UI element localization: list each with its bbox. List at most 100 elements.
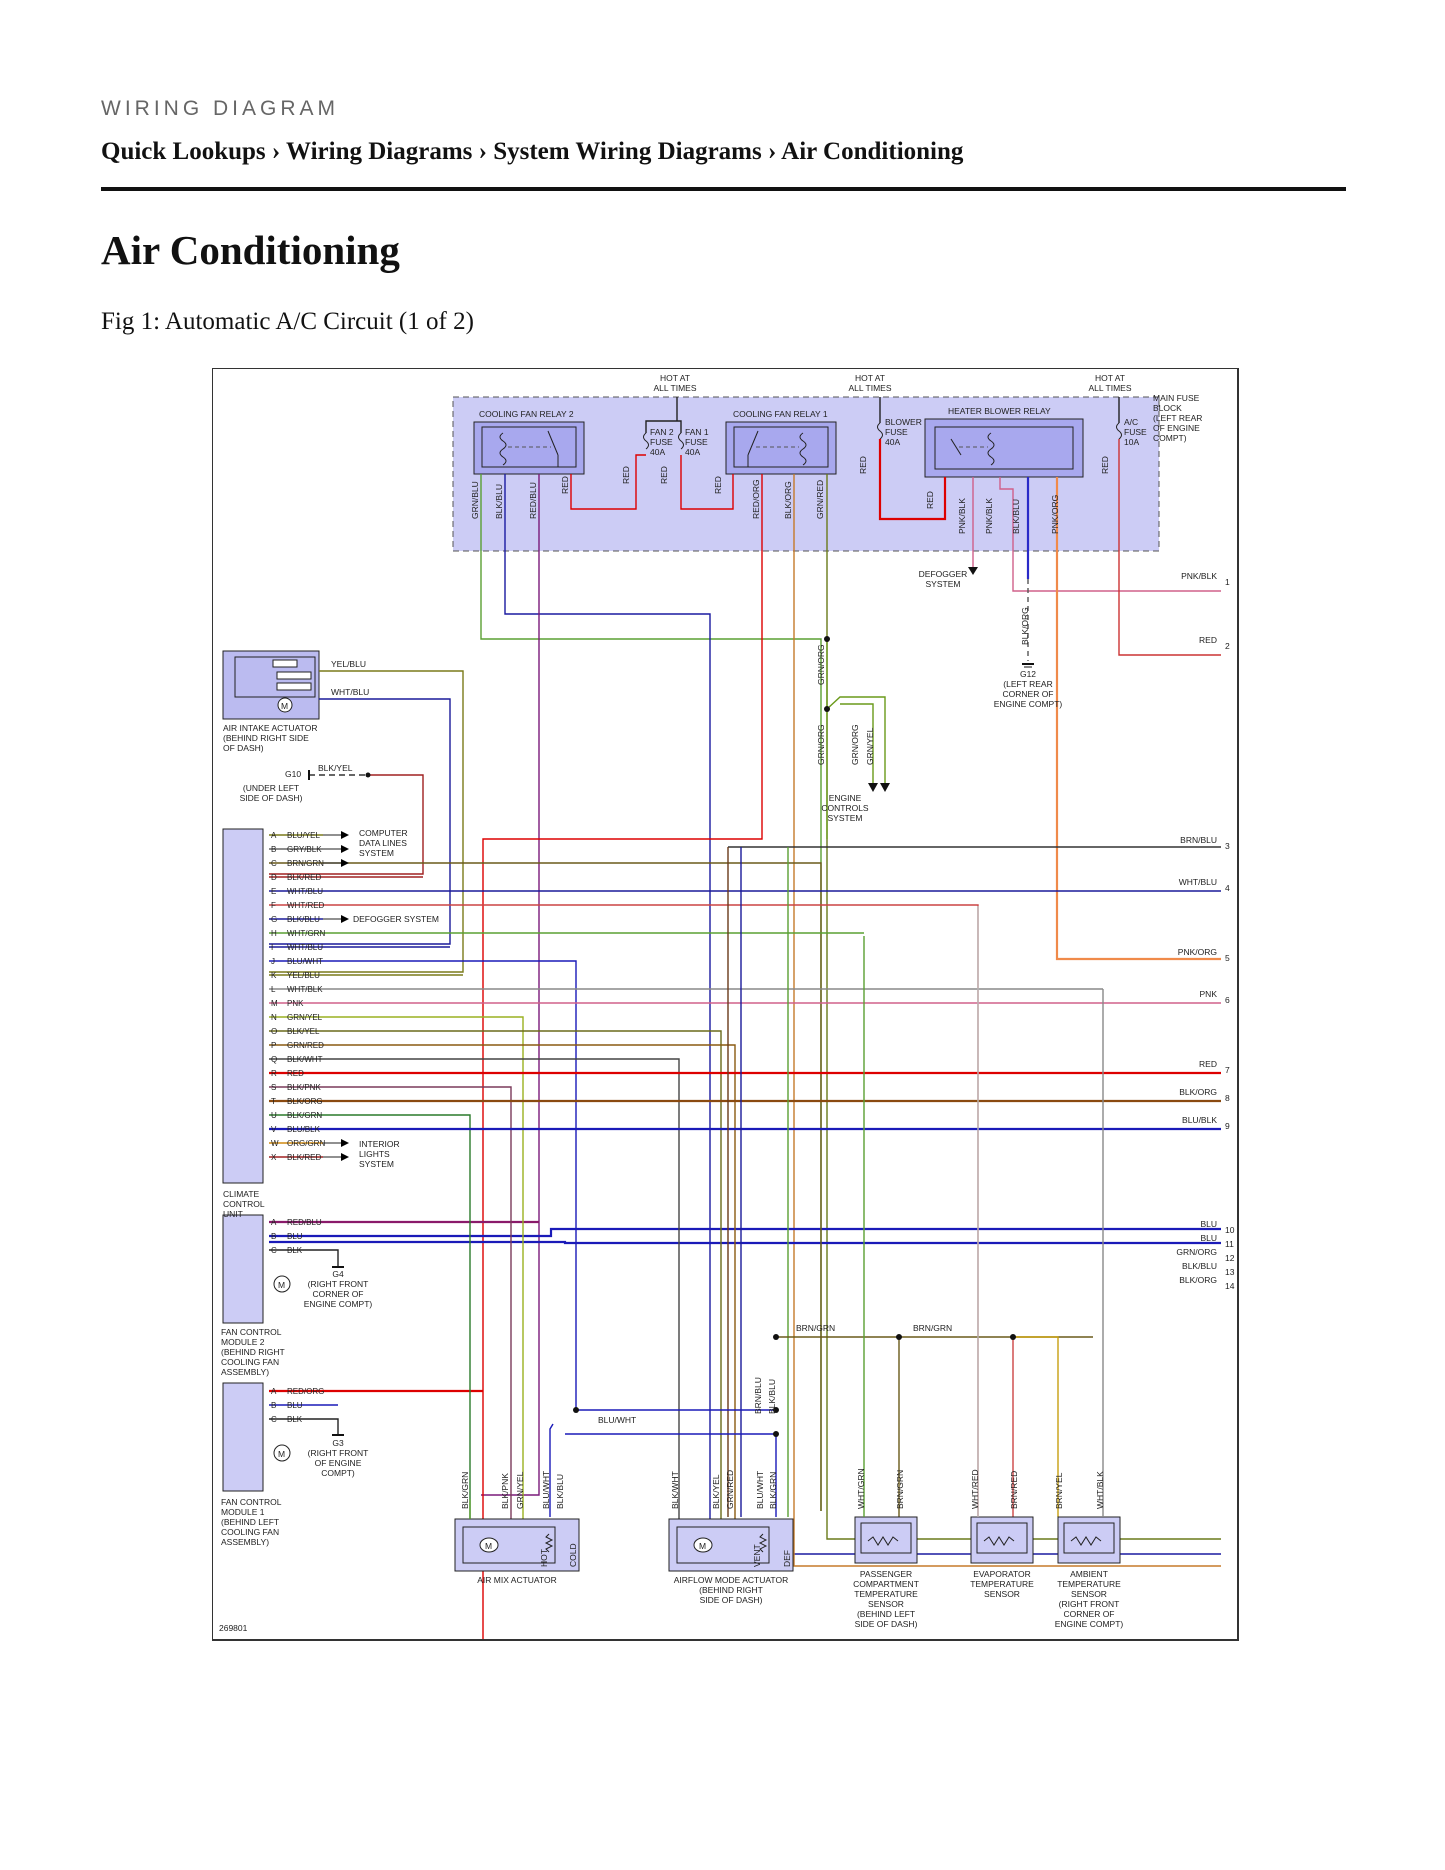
g3-label: COMPT) (321, 1468, 355, 1478)
wire-color-label: BRN/YEL (1054, 1472, 1064, 1509)
defogger-label: SYSTEM (926, 579, 961, 589)
airflow-mode-actuator: M (668, 1518, 794, 1572)
wire-color-label: BLU/WHT (755, 1471, 765, 1509)
ccu-pin-letter: R (271, 1069, 277, 1078)
figure-id: 269801 (219, 1623, 248, 1633)
sensor-leads (469, 906, 1104, 1519)
computer-data-lines-label: DATA LINES (359, 838, 407, 848)
air-mix-hot-label: HOT (539, 1549, 549, 1567)
fcm2-label: COOLING FAN (221, 1357, 279, 1367)
passenger-sensor-label: TEMPERATURE (854, 1589, 918, 1599)
air-intake-label: (BEHIND RIGHT SIDE (223, 733, 309, 743)
fuse-label: 10A (1124, 437, 1139, 447)
wire-color-label: RED (1100, 456, 1110, 474)
fuse-label: FUSE (885, 427, 908, 437)
harness-wire-number: 6 (1225, 995, 1230, 1005)
ccu-harness (269, 831, 1221, 1519)
ccu-pin-letter: B (271, 845, 276, 854)
ccu-pin-wire-label: BRN/GRN (287, 859, 324, 868)
air-intake-wires (269, 670, 464, 973)
airflow-label: (BEHIND RIGHT (699, 1585, 763, 1595)
arrow-icon (341, 915, 349, 923)
ccu-wire-f (269, 904, 979, 1517)
harness-wire-label: RED (1199, 635, 1217, 645)
ccu-pin-wire-label: BLK/WHT (287, 1055, 323, 1064)
ccu-pin-letter: X (271, 1153, 277, 1162)
ccu-pin-letter: P (271, 1041, 276, 1050)
ccu-wire-u (269, 1114, 471, 1519)
fuse-label: 40A (885, 437, 900, 447)
engine-controls-wires (824, 636, 890, 839)
harness-wire-number: 9 (1225, 1121, 1230, 1131)
wire-color-label: BLK/GRN (768, 1472, 778, 1509)
fcm-pin-letter: A (271, 1387, 277, 1396)
hot-at-all-times-label: ALL TIMES (1089, 383, 1132, 393)
fcm-pin-wire-label: BLK (287, 1415, 303, 1424)
wire-color-label: WHT/BLK (1095, 1471, 1105, 1509)
fcm-pin-letter: C (271, 1246, 277, 1255)
ccu-wire-j (269, 960, 577, 1410)
svg-text:M: M (281, 701, 288, 711)
computer-data-lines-label: COMPUTER (359, 828, 408, 838)
wiring-diagram-svg: M M M (219, 373, 1235, 1639)
g12-label: CORNER OF (1003, 689, 1054, 699)
fcm1-label: COOLING FAN (221, 1527, 279, 1537)
fcm2-label: ASSEMBLY) (221, 1367, 269, 1377)
main-fuse-block-label: OF ENGINE (1153, 423, 1200, 433)
wire-color-label: BLK/BLU (1011, 499, 1021, 534)
fuse-label: 40A (685, 447, 700, 457)
interior-lights-label: SYSTEM (359, 1159, 394, 1169)
ccu-pin-letter: G (271, 915, 277, 924)
ccu-pin-letter: I (271, 943, 273, 952)
engine-controls-label: SYSTEM (828, 813, 863, 823)
ccu-pin-letter: H (271, 929, 277, 938)
harness-wire-number: 4 (1225, 883, 1230, 893)
ccu-pin-letter: N (271, 1013, 277, 1022)
wire-color-label: BLK/ORG (1020, 607, 1030, 645)
cooling-fan-relay-2 (473, 421, 585, 475)
ccu-pin-letter: S (271, 1083, 276, 1092)
harness-wire-label: PNK/BLK (1181, 571, 1217, 581)
breadcrumb[interactable]: Quick Lookups › Wiring Diagrams › System… (101, 138, 964, 165)
ccu-pin-wire-label: BLU/BLK (287, 1125, 321, 1134)
ccu-pin-letter: C (271, 859, 277, 868)
fan-control-module-2: M (222, 1214, 291, 1324)
g4-label: ENGINE COMPT) (304, 1299, 373, 1309)
airflow-label: SIDE OF DASH) (700, 1595, 763, 1605)
fcm-pin-letter: C (271, 1415, 277, 1424)
harness-wire-label: GRN/ORG (1176, 1247, 1217, 1257)
ambient-sensor-label: CORNER OF (1064, 1609, 1115, 1619)
ccu-pin-letter: A (271, 831, 277, 840)
fan-control-module-1: M (222, 1382, 291, 1492)
fuse-label: FAN 2 (650, 427, 674, 437)
heater-blower-relay (924, 418, 1084, 478)
wire-color-label: BLK/YEL (318, 763, 353, 773)
wire-color-label: GRN/BLU (470, 481, 480, 519)
interior-lights-label: LIGHTS (359, 1149, 390, 1159)
wire-color-label: BRN/RED (1009, 1471, 1019, 1509)
harness-wire-number: 5 (1225, 953, 1230, 963)
g10-label: SIDE OF DASH) (240, 793, 303, 803)
relay-label: HEATER BLOWER RELAY (948, 406, 1051, 416)
fuse-label: A/C (1124, 417, 1138, 427)
ccu-pin-wire-label: WHT/BLU (287, 943, 323, 952)
harness-wire-label: BLU (1200, 1233, 1217, 1243)
defogger-label: DEFOGGER (919, 569, 968, 579)
relay-label: COOLING FAN RELAY 1 (733, 409, 828, 419)
ccu-pin-letter: V (271, 1125, 277, 1134)
fcm-pin-letter: A (271, 1218, 277, 1227)
fuse-label: FUSE (685, 437, 708, 447)
wire-color-label: BLK/GRN (460, 1472, 470, 1509)
air-intake-actuator: M (222, 650, 320, 720)
wire-color-label: BRN/BLU (753, 1377, 763, 1414)
evaporator-sensor-label: EVAPORATOR (973, 1569, 1031, 1579)
passenger-sensor-label: COMPARTMENT (853, 1579, 919, 1589)
wire-color-label: BLU/WHT (541, 1471, 551, 1509)
g12-ground (1022, 663, 1034, 668)
ccu-pin-wire-label: BLU/WHT (287, 957, 323, 966)
arrow-icon (341, 1153, 349, 1161)
ccu-pin-wire-label: BLK/ORG (287, 1097, 323, 1106)
supply-lines (645, 397, 1120, 433)
harness-wire-label: BLK/ORG (1179, 1087, 1217, 1097)
g12-label: G12 (1020, 669, 1036, 679)
